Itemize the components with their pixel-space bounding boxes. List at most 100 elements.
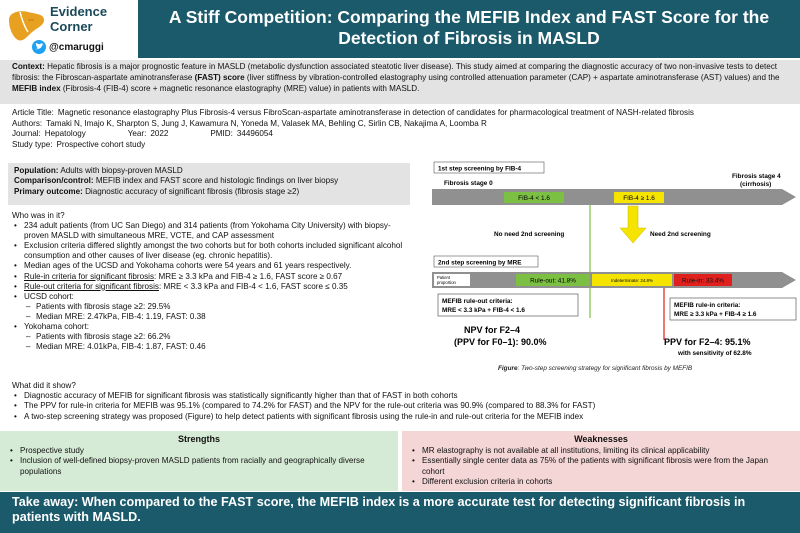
no-need-label: No need 2nd screening — [494, 231, 564, 238]
fib4-high-box — [614, 192, 664, 203]
list-item: The PPV for rule-in criteria for MEFIB w… — [12, 401, 788, 411]
rule-in-criteria-box — [669, 297, 797, 321]
rule-in-criteria-title: MEFIB rule-in criteria: — [674, 302, 740, 309]
list-item: Diagnostic accuracy of MEFIB for signifi… — [12, 391, 788, 401]
fib4-low-box — [504, 192, 564, 203]
year: 2022 — [150, 129, 169, 139]
yokohama-stat: Patients with fibrosis stage ≥2: 66.2% — [12, 332, 408, 342]
context-label: Context: — [12, 62, 45, 71]
npv-line2: (PPV for F0–1): 90.0% — [454, 337, 547, 347]
figure-caption: Figure: Two-step screening strategy for … — [498, 365, 692, 372]
stage4-sub-label: (cirrhosis) — [740, 181, 771, 188]
rule-out-criteria-box — [437, 293, 579, 317]
context-fast: (FAST) score — [194, 72, 245, 82]
step1-label: 1st step screening by FIB-4 — [438, 166, 522, 173]
rule-out-item: Rule-out criteria for significant fibros… — [12, 282, 408, 292]
context-box: Context: Hepatic fibrosis is a major pro… — [0, 60, 800, 104]
rule-in-text: : MRE ≥ 3.3 kPa and FIB-4 ≥ 1.6, FAST sc… — [154, 271, 343, 281]
yokohama-cohort: Yokohama cohort: — [12, 322, 408, 332]
list-item: MR elastography is not available at all … — [410, 446, 792, 456]
weaknesses-heading: Weaknesses — [574, 434, 628, 444]
list-item: Prospective study — [8, 446, 390, 456]
strengths-list: Prospective study Inclusion of well-defi… — [8, 446, 390, 477]
twitter-icon — [32, 40, 46, 54]
ucsd-stat: Patients with fibrosis stage ≥2: 29.5% — [12, 302, 408, 312]
comparison-label: Comparison/control: — [14, 176, 94, 186]
strengths-heading: Strengths — [177, 434, 220, 444]
authors: Tamaki N, Imajo K, Sharpton S, Jung J, K… — [46, 118, 487, 128]
comparison-row: Comparison/control: MEFIB index and FAST… — [14, 176, 404, 186]
list-item: Different exclusion criteria in cohorts — [410, 477, 792, 487]
stage0-label: Fibrosis stage 0 — [444, 180, 493, 187]
step2-label-box — [433, 255, 539, 268]
liver-icon — [9, 11, 44, 41]
patient-proportion-line1: Patient — [437, 275, 451, 280]
ucsd-stat: Median MRE: 2.47kPa, FIB-4: 1.19, FAST: … — [12, 312, 408, 322]
rule-out-label: Rule-out criteria for significant fibros… — [24, 281, 159, 291]
context-text-b: (liver stiffness by vibration-controlled… — [244, 72, 780, 82]
article-title-row: Article Title: Magnetic resonance elasto… — [12, 108, 788, 119]
outcome-label: Primary outcome: — [14, 186, 83, 196]
logo: Evidence Corner @cmaruggi — [4, 2, 154, 56]
authors-label: Authors: — [12, 118, 43, 128]
authors-row: Authors: Tamaki N, Imajo K, Sharpton S, … — [12, 119, 788, 130]
rule-in-label: Rule-in criteria for significant fibrosi… — [24, 271, 154, 281]
page-title: A Stiff Competition: Comparing the MEFIB… — [138, 0, 800, 58]
handle-text: @cmaruggi — [49, 41, 104, 53]
rule-out-label: Rule-out: 41.8% — [530, 278, 576, 285]
list-item: Inclusion of well-defined biopsy-proven … — [8, 456, 390, 476]
header: Evidence Corner @cmaruggi A Stiff Compet… — [0, 0, 800, 58]
journal-row: Journal: Hepatology Year: 2022 PMID: 344… — [12, 129, 788, 140]
ucsd-cohort: UCSD cohort: — [12, 292, 408, 302]
brand-line2: Corner — [50, 19, 93, 34]
outcome-row: Primary outcome: Diagnostic accuracy of … — [14, 187, 404, 197]
journal-label: Journal: — [12, 129, 41, 139]
study-type: Prospective cohort study — [56, 139, 146, 149]
who-list: 234 adult patients (from UC San Diego) a… — [12, 221, 408, 352]
study-type-row: Study type: Prospective cohort study — [12, 140, 788, 151]
results-heading: What did it show? — [12, 381, 76, 390]
rule-in-item: Rule-in criteria for significant fibrosi… — [12, 272, 408, 282]
context-mefib: MEFIB index — [12, 83, 61, 93]
article-info: Article Title: Magnetic resonance elasto… — [0, 106, 800, 158]
brand-name: Evidence Corner — [50, 4, 107, 34]
step2-label: 2nd step screening by MRE — [438, 260, 522, 267]
ppv-line2: with sensitivity of 62.8% — [677, 350, 752, 357]
fib4-high-label: FIB-4 ≥ 1.6 — [623, 195, 655, 202]
patient-proportion-box — [434, 274, 470, 286]
list-item: Essentially single center data as 75% of… — [410, 456, 792, 476]
list-item: Exclusion criteria differed slightly amo… — [12, 241, 408, 261]
rule-out-criteria-text: MRE < 3.3 kPa + FIB-4 < 1.6 — [442, 307, 525, 314]
results-section: What did it show? Diagnostic accuracy of… — [0, 379, 800, 429]
context-text-c: (Fibrosis-4 (FIB-4) score + magnetic res… — [60, 83, 420, 93]
fib4-low-label: FIB-4 < 1.6 — [518, 195, 550, 202]
year-label: Year: — [127, 129, 147, 139]
need-label: Need 2nd screening — [650, 231, 711, 238]
comparison: MEFIB index and FAST score and histologi… — [95, 176, 339, 186]
ppv-line1: PPV for F2–4: 95.1% — [664, 337, 751, 347]
takeaway-banner: Take away: When compared to the FAST sco… — [0, 492, 800, 533]
article-title: Magnetic resonance elastography Plus Fib… — [57, 108, 694, 117]
weaknesses-box: Weaknesses MR elastography is not availa… — [402, 431, 800, 491]
article-title-label: Article Title: — [12, 108, 54, 117]
population-row: Population: Adults with biopsy-proven MA… — [14, 166, 404, 176]
population-box: Population: Adults with biopsy-proven MA… — [8, 163, 410, 205]
rule-in-criteria-text: MRE ≥ 3.3 kPa + FIB-4 ≥ 1.6 — [674, 311, 757, 318]
pmid: 34496054 — [236, 129, 273, 139]
figure-caption-label: Figure — [498, 365, 518, 372]
indeterminate-box — [592, 274, 672, 286]
brand-line1: Evidence — [50, 4, 108, 19]
rule-out-criteria-title: MEFIB rule-out criteria: — [442, 298, 513, 305]
study-type-label: Study type: — [12, 139, 53, 149]
who-section: Who was in it? 234 adult patients (from … — [0, 209, 420, 377]
rule-out-box — [516, 274, 590, 286]
outcome: Diagnostic accuracy of significant fibro… — [85, 186, 300, 196]
twitter-handle[interactable]: @cmaruggi — [32, 40, 104, 54]
weaknesses-list: MR elastography is not available at all … — [410, 446, 792, 487]
screening-figure: 1st step screening by FIB-4 Fibrosis sta… — [432, 161, 797, 357]
results-list: Diagnostic accuracy of MEFIB for signifi… — [12, 391, 788, 422]
population: Adults with biopsy-proven MASLD — [60, 166, 183, 175]
indeterminate-label: Indeterminate: 24.8% — [611, 278, 653, 283]
list-item: Median ages of the UCSD and Yokohama coh… — [12, 261, 408, 271]
population-label: Population: — [14, 166, 59, 175]
